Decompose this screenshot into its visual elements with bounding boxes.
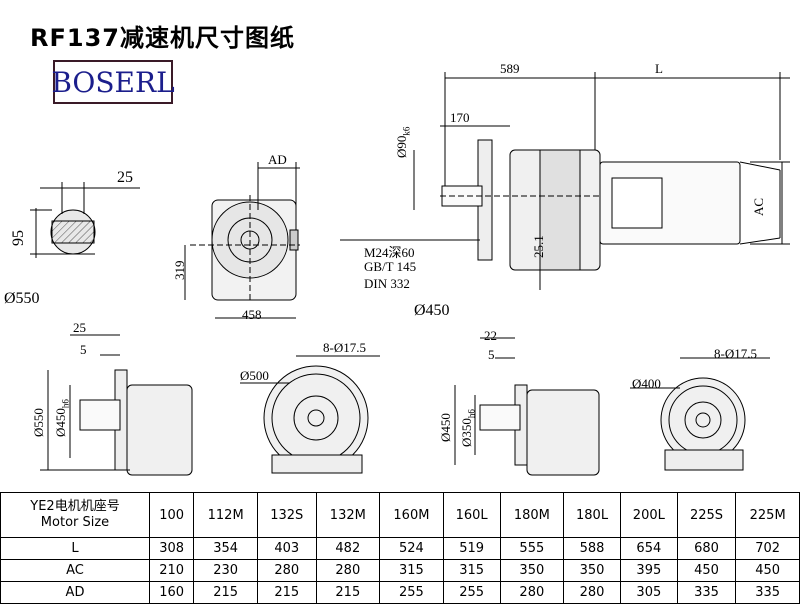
table-row-AC: AC 210 230 280 280 315 315 350 350 395 4… [0,559,800,582]
dim-f2-350: Ø350h6 [459,409,477,447]
table-cell: 280 [499,581,565,604]
table-cell: 315 [442,559,501,582]
dim-f2-bolt: 8-Ø17.5 [714,346,757,361]
dim-170: 170 [450,110,470,125]
shaft-key-section [30,182,140,258]
dim-L: L [655,61,663,76]
technical-drawing [30,72,790,476]
size-cell: 180M [499,492,565,538]
table-cell: 255 [442,581,501,604]
size-cell: 225S [676,492,737,538]
motor-size-table: YE2电机机座号 Motor Size 100 112M 132S 132M 1… [0,492,800,604]
dim-f2-pcd: Ø400 [632,376,661,391]
dim-f1-25: 25 [73,320,86,335]
dim-gbt: GB/T 145 [364,259,417,274]
row-header-line2: Motor Size [40,515,110,530]
table-cell: 305 [619,581,678,604]
table-cell: 308 [148,537,195,560]
dim-450: Ø450 [414,302,450,319]
front-view [184,162,300,319]
dim-f1-5: 5 [80,342,87,357]
table-cell: 588 [563,537,621,560]
table-cell: 335 [676,581,737,604]
dim-f1-pcd: Ø500 [240,368,269,383]
dim-ac: AC [751,197,766,216]
brand-logo: BOSERL [51,60,175,104]
table-cell: 350 [563,559,621,582]
table-cell: 482 [315,537,381,560]
dim-f1-450: Ø450h6 [53,399,71,437]
side-view [340,72,790,290]
size-cell: 100 [148,492,195,538]
table-cell: 210 [148,559,195,582]
table-cell: 654 [619,537,678,560]
flange-view-2 [454,337,770,476]
dim-f2-22: 22 [484,328,497,343]
table-cell: 395 [619,559,678,582]
dim-f2-5: 5 [488,347,495,362]
size-cell: 160L [442,492,501,538]
table-cell: 450 [676,559,737,582]
dim-shaft-dia: Ø90k6 [394,126,412,158]
dim-din: DIN 332 [364,276,410,291]
table-cell: 280 [315,559,381,582]
size-cell: 132M [315,492,381,538]
dim-319: 319 [172,260,187,281]
row-label: L [0,537,150,560]
dim-f1-bolt: 8-Ø17.5 [323,340,366,355]
row-header-motor-size: YE2电机机座号 Motor Size [0,492,150,538]
flange-view-1 [40,334,380,476]
table-cell: 350 [499,559,565,582]
table-cell: 315 [379,559,444,582]
table-row-AD: AD 160 215 215 215 255 255 280 280 305 3… [0,581,800,604]
table-cell: 255 [379,581,444,604]
row-header-line1: YE2电机机座号 [30,499,120,514]
dim-key-width: 25 [117,169,133,186]
table-cell: 280 [256,559,317,582]
dim-f2-450: Ø450 [438,413,453,442]
table-cell: 524 [379,537,444,560]
table-cell: 450 [735,559,800,582]
table-row-sizes: YE2电机机座号 Motor Size 100 112M 132S 132M 1… [0,492,800,538]
table-cell: 160 [148,581,195,604]
table-cell: 354 [193,537,258,560]
page-title: RF137减速机尺寸图纸 [30,24,295,52]
table-cell: 555 [499,537,565,560]
dim-shaft-flange-dia: Ø550 [4,290,40,307]
table-cell: 215 [193,581,258,604]
size-cell: 180L [563,492,621,538]
dim-thread: M24深60 [364,245,415,260]
table-row-L: L 308 354 403 482 524 519 555 588 654 68… [0,537,800,560]
row-label: AD [0,581,150,604]
table-cell: 702 [735,537,800,560]
size-cell: 132S [256,492,317,538]
table-cell: 335 [735,581,800,604]
dim-458: 458 [242,307,262,322]
table-cell: 230 [193,559,258,582]
row-label: AC [0,559,150,582]
dim-25-1: 25.1 [531,235,546,258]
dim-ad: AD [268,152,287,167]
size-cell: 225M [735,492,800,538]
table-cell: 215 [315,581,381,604]
table-cell: 280 [563,581,621,604]
table-cell: 519 [442,537,501,560]
size-cell: 160M [379,492,444,538]
dim-f1-550: Ø550 [31,408,46,437]
table-cell: 403 [256,537,317,560]
table-cell: 215 [256,581,317,604]
size-cell: 112M [193,492,258,538]
table-cell: 680 [676,537,737,560]
dim-key-height: 95 [10,230,27,246]
dim-589: 589 [500,61,520,76]
size-cell: 200L [619,492,678,538]
